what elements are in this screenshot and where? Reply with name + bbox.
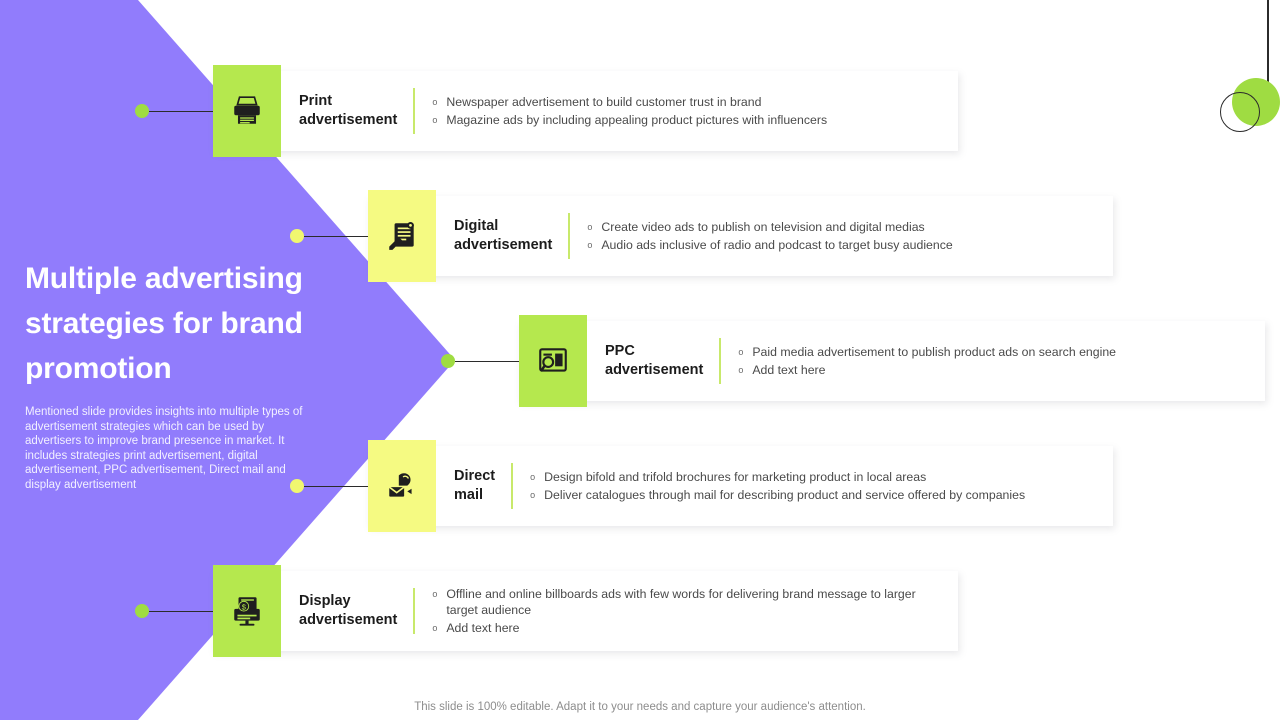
list-item: o Audio ads inclusive of radio and podca… bbox=[587, 237, 1099, 253]
connector-line bbox=[149, 610, 213, 612]
list-item-text: Paid media advertisement to publish prod… bbox=[752, 345, 1117, 359]
list-item: o Design bifold and trifold brochures fo… bbox=[530, 469, 1099, 485]
card-divider bbox=[413, 588, 416, 634]
icon-tile bbox=[368, 440, 436, 532]
purple-chevron-shape bbox=[0, 0, 455, 720]
connector-dot bbox=[290, 479, 304, 493]
bullet-list: o Paid media advertisement to publish pr… bbox=[721, 321, 1265, 401]
bullet-list: o Newspaper advertisement to build custo… bbox=[415, 71, 958, 151]
bullet-list: o Design bifold and trifold brochures fo… bbox=[513, 446, 1113, 526]
bullet-marker-icon: o bbox=[432, 623, 438, 633]
billboard-monitor-icon: $ bbox=[234, 597, 260, 626]
title-block: Multiple advertising strategies for bran… bbox=[25, 256, 325, 492]
card-digital-advertisement[interactable]: Digital advertisement o Create video ads… bbox=[368, 190, 1113, 282]
list-item-text: Design bifold and trifold brochures for … bbox=[544, 470, 927, 484]
bullet-marker-icon: o bbox=[432, 115, 438, 125]
list-item-text: Newspaper advertisement to build custome… bbox=[446, 95, 762, 109]
icon-tile bbox=[519, 315, 587, 407]
connector-line bbox=[304, 235, 368, 237]
connector-dot bbox=[290, 229, 304, 243]
list-item: o Magazine ads by including appealing pr… bbox=[432, 112, 944, 128]
card-divider bbox=[413, 88, 416, 134]
card-print-advertisement[interactable]: Print advertisement o Newspaper advertis… bbox=[213, 65, 958, 157]
connector-line bbox=[149, 110, 213, 112]
list-item-text: Audio ads inclusive of radio and podcast… bbox=[601, 238, 953, 252]
row-ppc-advertisement: PPC advertisement o Paid media advertise… bbox=[0, 315, 1280, 407]
page-description: Mentioned slide provides insights into m… bbox=[25, 406, 303, 491]
card-heading: PPC advertisement bbox=[605, 343, 704, 378]
list-item: o Paid media advertisement to publish pr… bbox=[738, 344, 1251, 360]
bullet-marker-icon: o bbox=[432, 589, 438, 599]
connector-line bbox=[304, 485, 368, 487]
bullet-marker-icon: o bbox=[530, 490, 536, 500]
list-item-text: Offline and online billboards ads with f… bbox=[446, 587, 916, 617]
svg-text:$: $ bbox=[242, 603, 247, 612]
bullet-marker-icon: o bbox=[587, 240, 593, 250]
list-item-text: Magazine ads by including appealing prod… bbox=[446, 113, 828, 127]
mailbox-icon bbox=[388, 473, 412, 497]
row-print-advertisement: Print advertisement o Newspaper advertis… bbox=[0, 65, 1280, 157]
card-divider bbox=[568, 213, 571, 259]
list-item: o Offline and online billboards ads with… bbox=[432, 586, 944, 618]
row-display-advertisement: $ Display advertisement o Offline and on… bbox=[0, 565, 1280, 657]
bullet-list: o Create video ads to publish on televis… bbox=[570, 196, 1113, 276]
card-heading: Digital advertisement bbox=[454, 218, 553, 253]
icon-tile: $ bbox=[213, 565, 281, 657]
footer-note: This slide is 100% editable. Adapt it to… bbox=[414, 701, 866, 713]
bullet-marker-icon: o bbox=[530, 472, 536, 482]
printer-icon bbox=[234, 96, 260, 124]
bullet-marker-icon: o bbox=[738, 347, 744, 357]
digital-document-icon bbox=[389, 221, 414, 250]
bullet-marker-icon: o bbox=[587, 222, 593, 232]
list-item-text: Create video ads to publish on televisio… bbox=[601, 220, 925, 234]
icon-tile bbox=[213, 65, 281, 157]
list-item: o Create video ads to publish on televis… bbox=[587, 219, 1099, 235]
card-divider bbox=[511, 463, 514, 509]
card-heading: Display advertisement bbox=[299, 593, 398, 628]
connector-dot bbox=[135, 604, 149, 618]
search-ad-icon bbox=[539, 348, 567, 372]
card-display-advertisement[interactable]: $ Display advertisement o Offline and on… bbox=[213, 565, 958, 657]
list-item: o Newspaper advertisement to build custo… bbox=[432, 94, 944, 110]
list-item: o Deliver catalogues through mail for de… bbox=[530, 487, 1099, 503]
list-item-text: Deliver catalogues through mail for desc… bbox=[544, 488, 1026, 502]
row-digital-advertisement: Digital advertisement o Create video ads… bbox=[0, 190, 1280, 282]
connector-dot bbox=[135, 104, 149, 118]
decorative-vertical-line bbox=[1267, 0, 1269, 106]
list-item-text: Add text here bbox=[446, 621, 520, 635]
bullet-marker-icon: o bbox=[738, 365, 744, 375]
page-title: Multiple advertising strategies for bran… bbox=[25, 262, 303, 385]
card-heading: Print advertisement bbox=[299, 93, 398, 128]
list-item: o Add text here bbox=[738, 362, 1251, 378]
row-direct-mail: Direct mail o Design bifold and trifold … bbox=[0, 440, 1280, 532]
icon-tile bbox=[368, 190, 436, 282]
card-ppc-advertisement[interactable]: PPC advertisement o Paid media advertise… bbox=[519, 315, 1265, 407]
connector-line bbox=[455, 360, 519, 362]
card-divider bbox=[719, 338, 722, 384]
bullet-list: o Offline and online billboards ads with… bbox=[415, 571, 958, 651]
bullet-marker-icon: o bbox=[432, 97, 438, 107]
card-heading: Direct mail bbox=[454, 468, 496, 503]
card-direct-mail[interactable]: Direct mail o Design bifold and trifold … bbox=[368, 440, 1113, 532]
connector-dot bbox=[441, 354, 455, 368]
decorative-outline-circle-icon bbox=[1220, 92, 1260, 132]
list-item: o Add text here bbox=[432, 620, 944, 636]
list-item-text: Add text here bbox=[752, 363, 826, 377]
